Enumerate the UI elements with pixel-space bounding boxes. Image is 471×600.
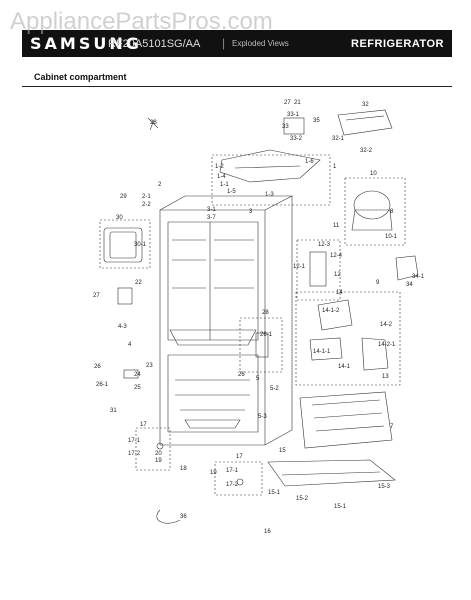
label-22: 22 (135, 280, 142, 286)
label-17-2: 17-2 (128, 451, 141, 457)
label-12-3: 12-3 (318, 242, 331, 248)
product-type: REFRIGERATOR (351, 38, 444, 50)
label-32-2: 32-2 (360, 148, 373, 154)
label-3: 3 (249, 209, 253, 215)
label-14-2-1: 14-2-1 (378, 342, 396, 348)
label-6: 26 (238, 372, 245, 378)
label-5-2: 5-2 (270, 386, 279, 392)
label-14-1: 14-1 (338, 364, 351, 370)
label-15: 15 (279, 448, 286, 454)
label-26-1-left: 26-1 (96, 382, 109, 388)
label-36: 36 (180, 514, 187, 520)
label-19: 19 (155, 458, 162, 464)
label-2-2: 2-2 (142, 202, 151, 208)
label-1-5: 1-5 (227, 189, 236, 195)
label-20: 20 (155, 451, 162, 457)
label-32-1: 32-1 (332, 136, 345, 142)
label-5: 5 (256, 376, 260, 382)
label-16: 16 (264, 529, 271, 535)
label-35: 35 (313, 118, 320, 124)
label-17-1-right: 17-1 (226, 468, 239, 474)
header-separator: | (222, 36, 226, 50)
label-15-3: 15-3 (378, 484, 391, 490)
label-1-6: 1-6 (305, 159, 314, 165)
label-8: 8 (390, 209, 394, 215)
label-1-2: 1-2 (215, 164, 224, 170)
label-11: 11 (333, 223, 340, 229)
label-9: 9 (376, 280, 380, 286)
section-title: Cabinet compartment (34, 72, 127, 82)
label-17: 17 (140, 422, 147, 428)
label-23: 23 (146, 363, 153, 369)
section-divider (22, 86, 452, 87)
label-10: 10 (370, 171, 377, 177)
label-2-1: 2-1 (142, 194, 151, 200)
label-30-1: 30-1 (134, 242, 147, 248)
label-1-3: 1-3 (265, 192, 274, 198)
label-14-2: 14-2 (380, 322, 393, 328)
label-26: 26 (94, 364, 101, 370)
label-1-4: 1-4 (217, 174, 226, 180)
part-labels: 27 21 33-1 33 33-2 35 32 32-1 32-2 28 1-… (93, 100, 425, 535)
label-15-1-right: 15-1 (334, 504, 347, 510)
label-12-4: 12-4 (330, 253, 343, 259)
label-14-1-1: 14-1-1 (313, 349, 331, 355)
label-32: 32 (362, 102, 369, 108)
diagram-drawing (99, 109, 419, 524)
label-17-right: 17 (236, 454, 243, 460)
label-4-3: 4-3 (118, 324, 127, 330)
label-28-right: 28 (262, 310, 269, 316)
label-12: 12 (334, 272, 341, 278)
label-4: 4 (128, 342, 132, 348)
exploded-diagram: 27 21 33-1 33 33-2 35 32 32-1 32-2 28 1-… (93, 100, 425, 535)
label-31: 31 (110, 408, 117, 414)
label-14-1-2: 14-1-2 (322, 308, 340, 314)
label-1-1: 1-1 (220, 182, 229, 188)
label-21: 21 (294, 100, 301, 106)
label-15-1: 15-1 (268, 490, 281, 496)
brand-logo: SAMSUNG (30, 34, 142, 53)
label-29: 29 (120, 194, 127, 200)
view-type: Exploded Views (232, 39, 289, 48)
model-number: RF20A5101SG/AA (108, 38, 201, 50)
label-33: 33 (282, 124, 289, 130)
label-14: 14 (336, 290, 343, 296)
label-3-1: 3-1 (207, 207, 216, 213)
label-3-7: 3-7 (207, 215, 216, 221)
label-28: 28 (150, 120, 157, 126)
label-34-1: 34-1 (412, 274, 425, 280)
label-7: 7 (390, 424, 394, 430)
label-15-2: 15-2 (296, 496, 309, 502)
label-2: 2 (158, 182, 162, 188)
label-33-1: 33-1 (287, 112, 300, 118)
label-25: 25 (134, 385, 141, 391)
label-5-3: 5-3 (258, 414, 267, 420)
label-27: 27 (284, 100, 291, 106)
label-24: 24 (134, 372, 141, 378)
label-34: 34 (406, 282, 413, 288)
label-18: 18 (180, 466, 187, 472)
label-27-lower: 27 (93, 293, 100, 299)
label-19-right: 19 (210, 470, 217, 476)
label-17-1: 17-1 (128, 438, 141, 444)
label-13: 13 (382, 374, 389, 380)
label-10-1: 10-1 (385, 234, 398, 240)
label-1: 1 (333, 164, 337, 170)
header-bar: SAMSUNG RF20A5101SG/AA | Exploded Views … (22, 30, 452, 57)
label-33-2: 33-2 (290, 136, 303, 142)
label-17-2-right: 17-2 (226, 482, 239, 488)
label-30: 30 (116, 215, 123, 221)
label-26-1: 26-1 (260, 332, 273, 338)
label-12-1: 12-1 (293, 264, 306, 270)
